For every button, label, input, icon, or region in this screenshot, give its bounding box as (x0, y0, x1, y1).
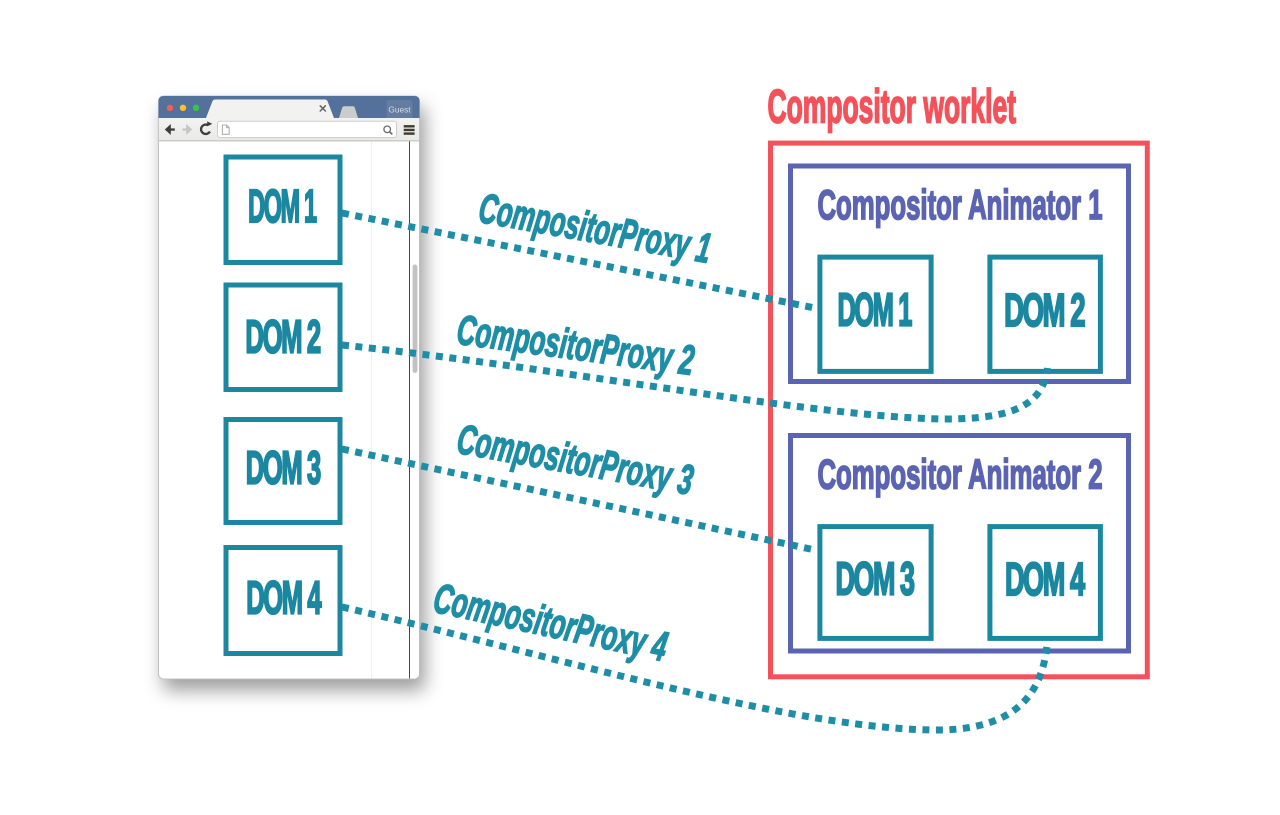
svg-text:DOM 3: DOM 3 (246, 442, 321, 494)
svg-text:DOM 1: DOM 1 (248, 180, 317, 232)
svg-text:DOM 1: DOM 1 (837, 283, 911, 335)
svg-text:CompositorProxy 3: CompositorProxy 3 (454, 416, 697, 504)
svg-text:DOM 2: DOM 2 (245, 310, 320, 362)
svg-text:Compositor worklet: Compositor worklet (768, 81, 1017, 134)
svg-text:CompositorProxy 4: CompositorProxy 4 (429, 575, 671, 671)
svg-text:DOM 3: DOM 3 (836, 553, 915, 604)
svg-text:Compositor Animator 2: Compositor Animator 2 (817, 451, 1102, 498)
svg-text:CompositorProxy 1: CompositorProxy 1 (475, 186, 714, 273)
svg-text:Compositor Animator 1: Compositor Animator 1 (817, 182, 1102, 229)
svg-text:DOM 2: DOM 2 (1004, 286, 1085, 337)
svg-text:DOM 4: DOM 4 (1005, 555, 1085, 606)
svg-text:DOM 4: DOM 4 (246, 571, 322, 623)
svg-text:Guest: Guest (388, 105, 411, 115)
